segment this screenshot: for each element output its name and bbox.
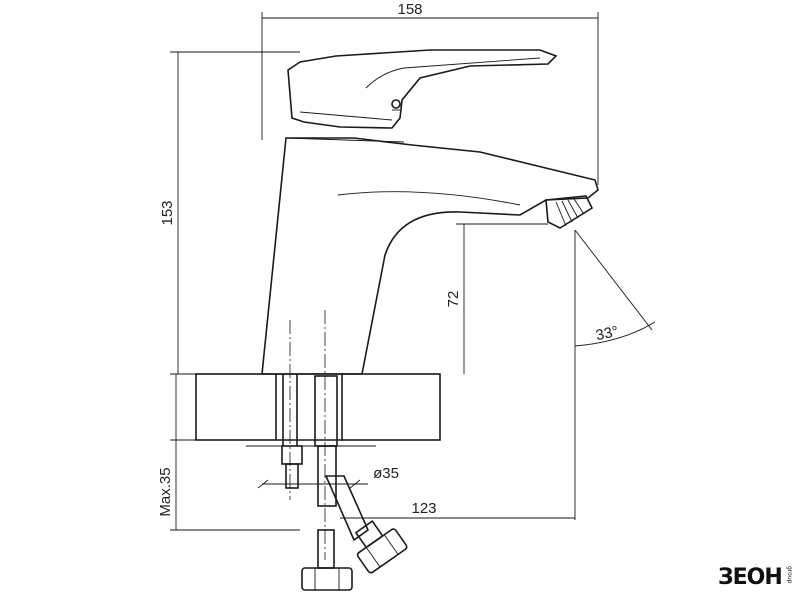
countertop-section <box>195 373 441 447</box>
brand-logo-text: ЗЕОН <box>718 565 782 590</box>
dim-max-counter-thickness: Max.35 <box>157 467 174 516</box>
brand-logo-sub: group <box>786 566 793 584</box>
faucet-body <box>261 137 599 375</box>
dim-overall-height: 153 <box>159 200 176 225</box>
dim-hole-diameter: ø35 <box>373 465 399 482</box>
dim-spout-angle: 33° <box>594 323 620 344</box>
dim-spout-reach: 123 <box>411 500 436 517</box>
dimension-lines <box>170 12 656 531</box>
lever-handle <box>287 49 558 129</box>
brand-logo: ЗЕОН group <box>718 565 793 590</box>
dim-spout-clearance: 72 <box>445 291 462 308</box>
supply-hoses <box>301 310 408 591</box>
dim-overall-width: 158 <box>397 1 422 18</box>
mounting-stud <box>281 320 303 500</box>
